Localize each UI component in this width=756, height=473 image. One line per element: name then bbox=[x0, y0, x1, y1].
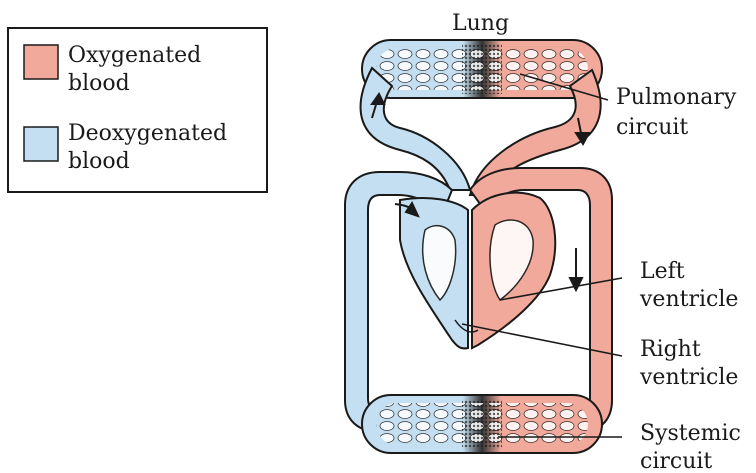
right-ventricle-label-line1: Right bbox=[640, 337, 701, 362]
lung-label: Lung bbox=[452, 11, 509, 36]
legend-oxygenated-line2: blood bbox=[68, 71, 130, 96]
left-ventricle-label-line1: Left bbox=[640, 259, 685, 284]
oxygenated-swatch bbox=[24, 45, 58, 79]
deoxygenated-swatch bbox=[24, 127, 58, 161]
arrow-head-icon bbox=[570, 278, 582, 290]
pulmonary-label-line2: circuit bbox=[616, 115, 688, 140]
lung-capillary-bed bbox=[362, 40, 602, 98]
pulmonary-label-line1: Pulmonary bbox=[616, 85, 737, 110]
left-ventricle-label-line2: ventricle bbox=[639, 287, 738, 312]
systemic-label-line1: Systemic bbox=[640, 421, 741, 446]
legend-deoxygenated-line1: Deoxygenated bbox=[68, 121, 227, 146]
legend-deoxygenated-line2: blood bbox=[68, 149, 130, 174]
systemic-label-line2: circuit bbox=[640, 449, 712, 473]
legend: Oxygenated blood Deoxygenated blood bbox=[8, 28, 267, 192]
legend-oxygenated-line1: Oxygenated bbox=[68, 43, 201, 68]
right-ventricle-label-line2: ventricle bbox=[639, 365, 738, 390]
systemic-capillary-bed bbox=[362, 395, 602, 453]
